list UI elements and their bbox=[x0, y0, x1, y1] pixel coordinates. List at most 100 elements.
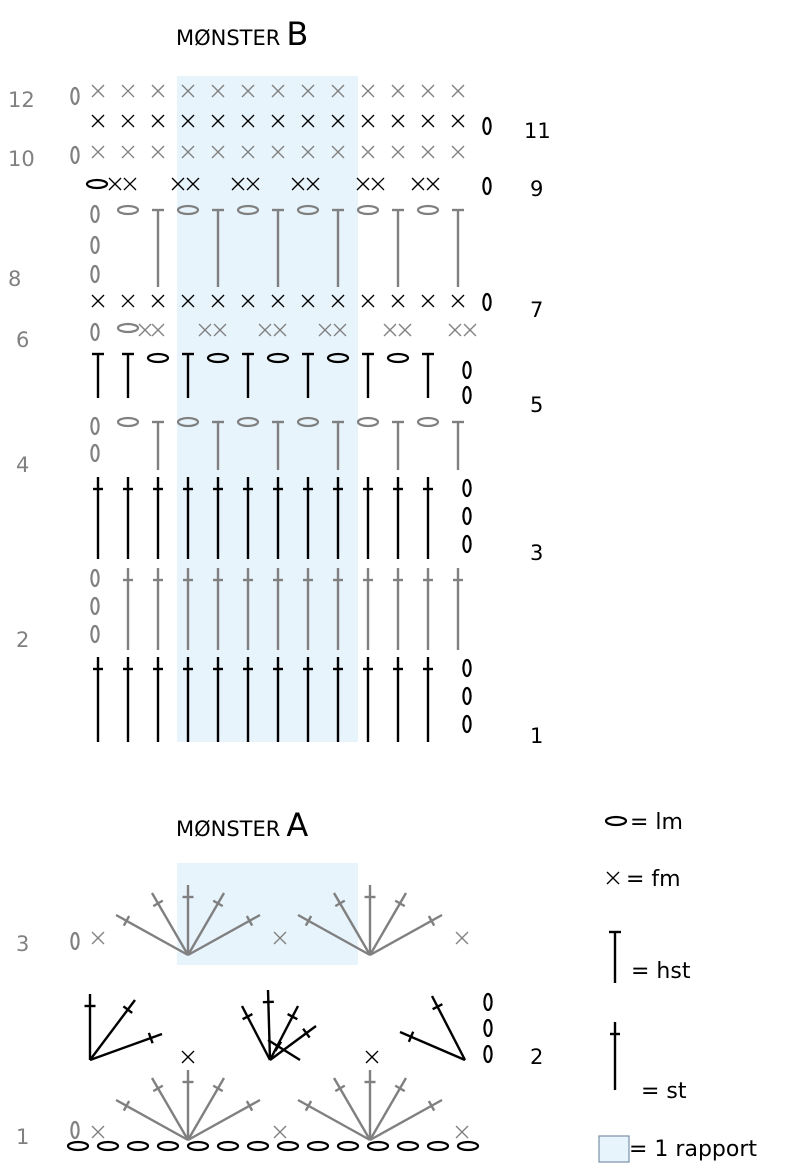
row-label-a-3: 3 bbox=[16, 932, 29, 956]
chain-stitch bbox=[356, 204, 380, 216]
sc-stroke bbox=[331, 114, 345, 128]
chain-stitch bbox=[156, 1140, 180, 1152]
sc-stroke bbox=[151, 84, 165, 98]
sc-stroke bbox=[361, 294, 375, 308]
chain-stitch bbox=[146, 352, 170, 364]
treble-crossbar bbox=[152, 899, 164, 908]
treble-stitch bbox=[115, 1098, 189, 1142]
sc-stroke bbox=[331, 84, 345, 98]
treble-crossbar bbox=[334, 899, 346, 908]
sc-stroke bbox=[391, 294, 405, 308]
sc-stroke bbox=[121, 114, 135, 128]
chain-stitch bbox=[462, 686, 472, 706]
half-treble-icon bbox=[609, 930, 621, 983]
sc-stroke bbox=[91, 1125, 105, 1139]
treble-crossbar bbox=[122, 1100, 131, 1112]
sc-stroke bbox=[301, 114, 315, 128]
chain-stitch bbox=[483, 992, 493, 1012]
sc-stroke bbox=[391, 114, 405, 128]
chain-stitch bbox=[96, 1140, 120, 1152]
chain-stitch bbox=[462, 360, 472, 380]
treble-crossbar bbox=[147, 1032, 154, 1044]
sc-stroke bbox=[301, 84, 315, 98]
treble-crossbar bbox=[407, 1031, 415, 1043]
chain-stitch bbox=[456, 1140, 480, 1152]
treble-crossbar bbox=[334, 1084, 346, 1093]
chain-stitch bbox=[116, 204, 140, 216]
sc-stroke bbox=[421, 294, 435, 308]
chain-stitch bbox=[326, 352, 350, 364]
row-label-b-5: 5 bbox=[530, 393, 543, 417]
chain-stitch bbox=[266, 352, 290, 364]
sc-stroke bbox=[361, 145, 375, 159]
chain-stitch bbox=[462, 478, 472, 498]
row-label-b-10: 10 bbox=[8, 147, 35, 171]
chain-stitch bbox=[356, 416, 380, 428]
chain-stitch bbox=[462, 506, 472, 526]
treble-crossbar bbox=[245, 1100, 254, 1112]
row-label-b-11: 11 bbox=[524, 119, 551, 143]
treble-stitch bbox=[187, 913, 261, 957]
sc-stroke bbox=[241, 114, 255, 128]
sc-stroke bbox=[271, 114, 285, 128]
sc-stroke bbox=[371, 177, 385, 191]
sc-stroke bbox=[123, 177, 137, 191]
sc-stroke bbox=[448, 323, 462, 337]
treble-stitch bbox=[369, 1098, 443, 1142]
sc-stroke bbox=[331, 294, 345, 308]
sc-stroke bbox=[151, 323, 165, 337]
sc-stroke bbox=[451, 114, 465, 128]
sc-stroke bbox=[331, 145, 345, 159]
sc-stroke bbox=[271, 294, 285, 308]
sc-stroke bbox=[391, 84, 405, 98]
sc-stroke bbox=[213, 323, 227, 337]
treble-stitch bbox=[187, 1098, 261, 1142]
treble-icon bbox=[610, 1022, 620, 1090]
chain-stitch-icon bbox=[604, 815, 628, 827]
chain-stitch bbox=[396, 1140, 420, 1152]
sc-stroke bbox=[273, 931, 287, 945]
legend-fm-label: = fm bbox=[626, 867, 681, 892]
chain-stitch bbox=[276, 1140, 300, 1152]
chain-stitch bbox=[236, 204, 260, 216]
sc-stroke bbox=[365, 1050, 379, 1064]
legend-rapport-label: = 1 rapport bbox=[629, 1137, 757, 1162]
chain-stitch bbox=[386, 352, 410, 364]
sc-stroke bbox=[241, 294, 255, 308]
sc-stroke bbox=[271, 145, 285, 159]
sc-stroke bbox=[91, 931, 105, 945]
row-label-b-7: 7 bbox=[530, 298, 543, 322]
treble-crossbar bbox=[394, 1084, 406, 1093]
chain-stitch bbox=[116, 322, 140, 334]
sc-stroke bbox=[421, 114, 435, 128]
sc-stroke bbox=[455, 1125, 469, 1139]
sc-stroke bbox=[306, 177, 320, 191]
chain-stitch bbox=[462, 714, 472, 734]
row-label-b-3: 3 bbox=[530, 541, 543, 565]
sc-stroke bbox=[273, 1125, 287, 1139]
chain-stitch bbox=[90, 568, 100, 588]
chain-stitch bbox=[90, 264, 100, 284]
chain-stitch bbox=[70, 931, 80, 951]
treble-stitch bbox=[267, 1038, 301, 1062]
sc-stroke bbox=[91, 114, 105, 128]
treble-crossbar bbox=[122, 1005, 133, 1014]
sc-stroke bbox=[211, 114, 225, 128]
chain-stitch bbox=[462, 534, 472, 554]
sc-stroke bbox=[391, 145, 405, 159]
sc-stroke bbox=[151, 294, 165, 308]
stitch-symbols bbox=[66, 84, 493, 1152]
treble-crossbar bbox=[432, 1003, 443, 1011]
sc-stroke bbox=[421, 145, 435, 159]
row-label-a-1: 1 bbox=[16, 1125, 29, 1149]
sc-stroke bbox=[171, 177, 185, 191]
sc-stroke bbox=[318, 323, 332, 337]
sc-stroke bbox=[333, 323, 347, 337]
treble-stitch bbox=[399, 1030, 466, 1062]
sc-stroke bbox=[301, 294, 315, 308]
chain-stitch bbox=[70, 1120, 80, 1140]
chain-stitch bbox=[462, 385, 472, 405]
legend-st-label: = st bbox=[641, 1079, 687, 1104]
sc-stroke bbox=[246, 177, 260, 191]
